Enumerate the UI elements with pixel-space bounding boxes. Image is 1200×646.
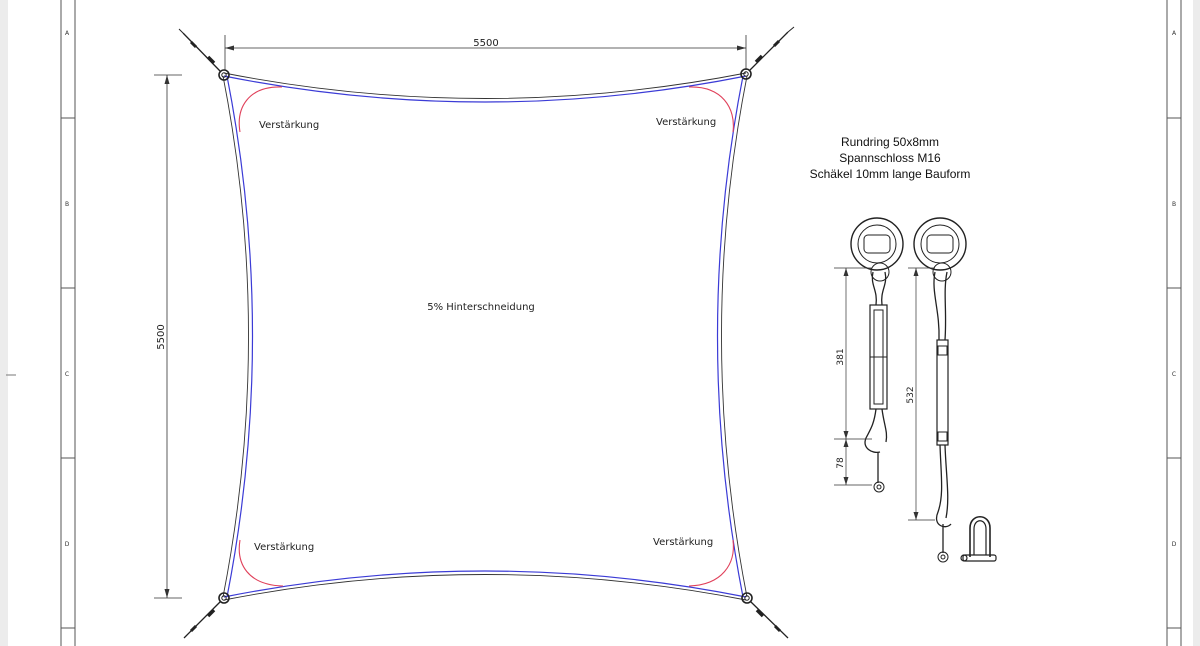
- corner-hardware: [178, 26, 795, 639]
- width-dimension: [224, 35, 747, 70]
- reinforcement-arc-top-left: [238, 86, 283, 133]
- turnbuckle-long-dimension: [908, 267, 935, 521]
- sail-edge-left-inner: [226, 75, 254, 598]
- sail-edge-left-outer: [222, 75, 249, 598]
- round-ring-short: [850, 217, 904, 271]
- turnbuckle-short-dimensions: [834, 267, 872, 486]
- round-ring-long: [913, 217, 967, 271]
- corner-ring-top-right: [740, 26, 795, 80]
- shackle: [960, 515, 997, 562]
- reinforcement-label-bottom-left: Verstärkung: [254, 542, 314, 553]
- corner-ring-top-left: [178, 28, 230, 81]
- width-dimension-label: 5500: [473, 38, 498, 49]
- hardware-note-ring: Rundring 50x8mm: [841, 135, 939, 149]
- zone-label-right-b: B: [1172, 201, 1176, 208]
- turnbuckle-short-length-label: 381: [836, 348, 846, 365]
- corner-ring-bottom-right: [741, 592, 789, 639]
- sail-edge-right-inner: [716, 75, 744, 598]
- hardware-note-turnbuckle: Spannschloss M16: [839, 151, 941, 165]
- zone-label-left-a: A: [65, 30, 70, 37]
- reinforcement-arc-top-right: [688, 86, 734, 133]
- zone-label-right-a: A: [1172, 30, 1177, 37]
- sail-edge-bottom-outer: [223, 574, 747, 601]
- zone-label-left-b: B: [65, 201, 69, 208]
- turnbuckle-long: [913, 217, 967, 563]
- undercut-note: 5% Hinterschneidung: [427, 302, 535, 313]
- sail-edge-top-inner: [223, 75, 747, 103]
- reinforcement-arc-bottom-right: [688, 539, 734, 587]
- zone-label-left-c: C: [65, 371, 69, 378]
- reinforcement-label-top-left: Verstärkung: [259, 120, 319, 131]
- reinforcement-arc-bottom-left: [238, 539, 284, 587]
- sail-edge-top-outer: [223, 72, 747, 99]
- height-dimension: [154, 74, 182, 599]
- turnbuckle-long-length-label: 532: [906, 386, 916, 403]
- corner-reinforcements: [238, 86, 734, 587]
- reinforcement-label-bottom-right: Verstärkung: [653, 537, 713, 548]
- sail-edge-right-outer: [721, 75, 748, 598]
- reinforcement-label-top-right: Verstärkung: [656, 117, 716, 128]
- corner-ring-bottom-left: [183, 592, 230, 639]
- hook-length-label: 78: [836, 457, 846, 469]
- zone-label-right-d: D: [1172, 541, 1177, 548]
- sail-outline: [222, 72, 748, 601]
- drawing-sheet: [8, 0, 1193, 646]
- sheet-frame: [6, 0, 1182, 646]
- turnbuckle-body-long: [936, 339, 949, 446]
- sail-edge-bottom-inner: [223, 570, 747, 598]
- height-dimension-label: 5500: [156, 324, 167, 349]
- turnbuckle-short: [850, 217, 904, 493]
- hardware-note-shackle: Schäkel 10mm lange Bauform: [810, 167, 971, 181]
- zone-label-left-d: D: [65, 541, 70, 548]
- zone-label-right-c: C: [1172, 371, 1176, 378]
